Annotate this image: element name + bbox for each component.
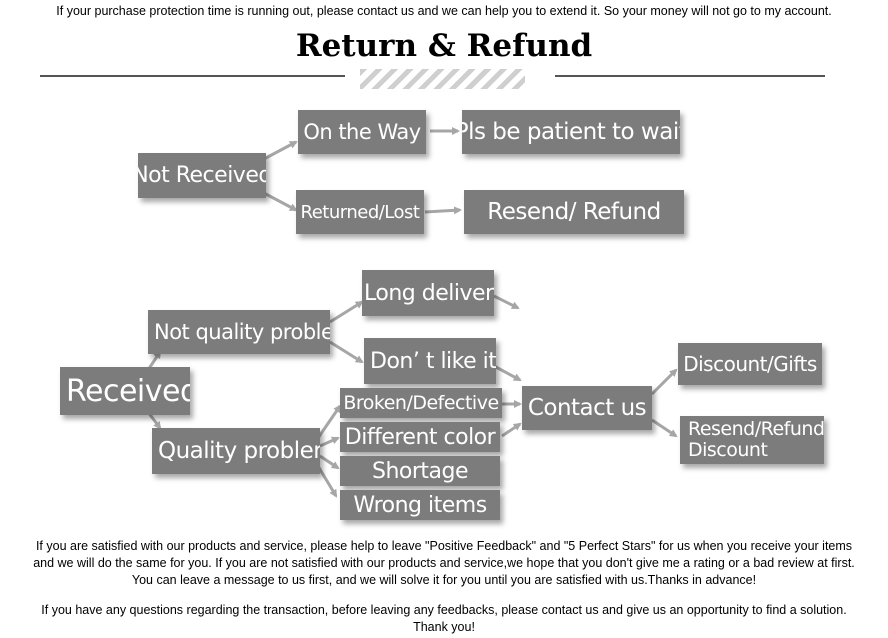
resend-refund-line2: Discount: [688, 439, 768, 461]
feedback-line-1: If you are satisfied with our products a…: [35, 539, 853, 553]
arrow-quality-shortage: [319, 454, 340, 470]
title-hatch-decoration: [360, 69, 525, 89]
feedback-line-2: and we will do the same for you. If you …: [33, 556, 855, 570]
box-shortage: Shortage: [340, 456, 500, 486]
box-wrong-items: Wrong items: [340, 490, 500, 520]
arrow-dont-contact: [493, 364, 522, 382]
thank-you: Thank you!: [413, 620, 475, 634]
feedback-line-3: You can leave a message to us first, and…: [131, 573, 757, 587]
box-different-color: Different color: [340, 422, 500, 452]
box-quality-problem: Quality problem: [152, 428, 320, 474]
arrow-long-out: [493, 294, 520, 310]
box-not-quality-problem: Not quality problem: [148, 310, 330, 354]
box-broken-defective: Broken/Defective: [340, 388, 502, 418]
box-received: Received: [60, 367, 190, 415]
arrow-notquality-long: [329, 300, 364, 324]
arrow-notquality-dont: [329, 340, 364, 364]
box-not-received: Not Received: [138, 153, 266, 198]
purchase-protection-notice: If your purchase protection time is runn…: [56, 4, 832, 18]
arrow-notreceived-returned: [261, 190, 298, 212]
box-discount-gifts: Discount/Gifts: [678, 343, 822, 385]
title-rule-left: [40, 75, 345, 77]
arrow-contact-discount: [650, 368, 678, 396]
box-returned-lost: Returned/Lost: [296, 190, 424, 234]
page-title: Return & Refund: [295, 28, 593, 64]
arrow-quality-wrong: [316, 465, 338, 498]
arrow-returned-resend: [424, 206, 462, 215]
questions-line: If you have any questions regarding the …: [41, 603, 847, 617]
box-resend-refund-discount: Resend/Refund/ Discount: [680, 416, 824, 464]
box-contact-us: Contact us: [522, 386, 652, 430]
box-pls-be-patient: Pls be patient to wait: [462, 110, 680, 154]
arrow-contact-resend: [651, 418, 678, 438]
arrow-quality-color: [319, 436, 340, 448]
arrow-notreceived-ontheway: [261, 140, 298, 162]
title-rule-right: [555, 75, 825, 77]
arrow-quality-broken: [316, 404, 342, 439]
box-on-the-way: On the Way: [298, 110, 426, 154]
arrow-color-contact: [501, 422, 522, 438]
resend-refund-line1: Resend/Refund/: [688, 418, 824, 441]
box-resend-refund: Resend/ Refund: [464, 190, 684, 234]
box-dont-like-it: Don’ t like it: [364, 338, 496, 384]
box-long-delivery: Long delivery: [362, 270, 494, 316]
